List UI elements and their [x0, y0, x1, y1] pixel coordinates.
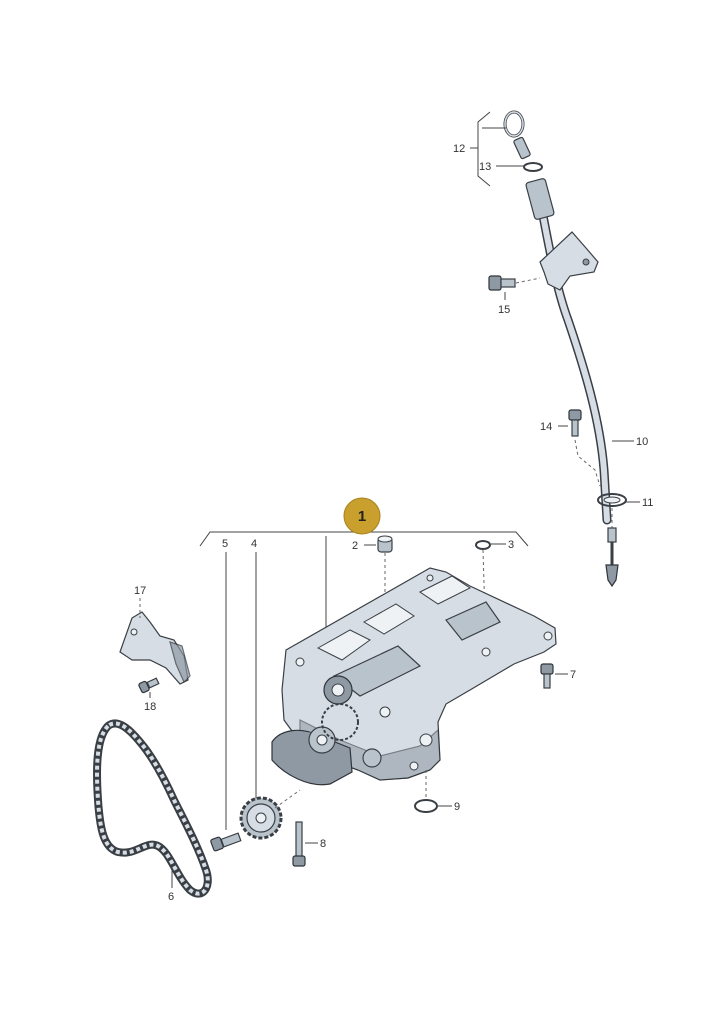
- svg-text:1: 1: [358, 508, 366, 525]
- chain-guide-17: [119, 611, 191, 685]
- dipstick-oring-13: [523, 162, 543, 172]
- oring-3: [475, 540, 491, 550]
- bolt-5: [210, 832, 242, 852]
- callout-12[interactable]: 12: [453, 143, 465, 155]
- bolt-18: [138, 677, 160, 694]
- callout-18[interactable]: 18: [144, 701, 156, 713]
- sprocket-4: [239, 796, 283, 840]
- dipstick-guide-tube: [525, 178, 612, 525]
- oil-pan-housing: [271, 567, 557, 786]
- callout-3[interactable]: 3: [508, 539, 514, 551]
- drive-chain-6: [93, 719, 212, 898]
- callout-8[interactable]: 8: [320, 838, 326, 850]
- bolt-7: [540, 663, 554, 689]
- bolt-14: [568, 409, 582, 437]
- callout-12-bracket: [470, 111, 506, 187]
- callout-13[interactable]: 13: [479, 161, 491, 173]
- callout-17[interactable]: 17: [134, 585, 146, 597]
- callout-7[interactable]: 7: [570, 669, 576, 681]
- callout-9[interactable]: 9: [454, 801, 460, 813]
- callout-5[interactable]: 5: [222, 538, 228, 550]
- callout-4[interactable]: 4: [251, 538, 257, 550]
- callout-15[interactable]: 15: [498, 304, 510, 316]
- bolt-15: [488, 275, 516, 291]
- dipstick-handle-ring: [503, 110, 531, 160]
- sleeve-2: [377, 535, 393, 553]
- callout-10[interactable]: 10: [636, 436, 648, 448]
- item-1-badge[interactable]: 1: [343, 497, 381, 535]
- callout-2[interactable]: 2: [352, 540, 358, 552]
- callout-6[interactable]: 6: [168, 891, 174, 903]
- bolt-8: [292, 821, 306, 867]
- oring-9: [414, 799, 438, 813]
- callout-14[interactable]: 14: [540, 421, 552, 433]
- dipstick-tip: [605, 527, 619, 588]
- oring-11: [597, 493, 627, 507]
- callout-11[interactable]: 11: [642, 497, 653, 509]
